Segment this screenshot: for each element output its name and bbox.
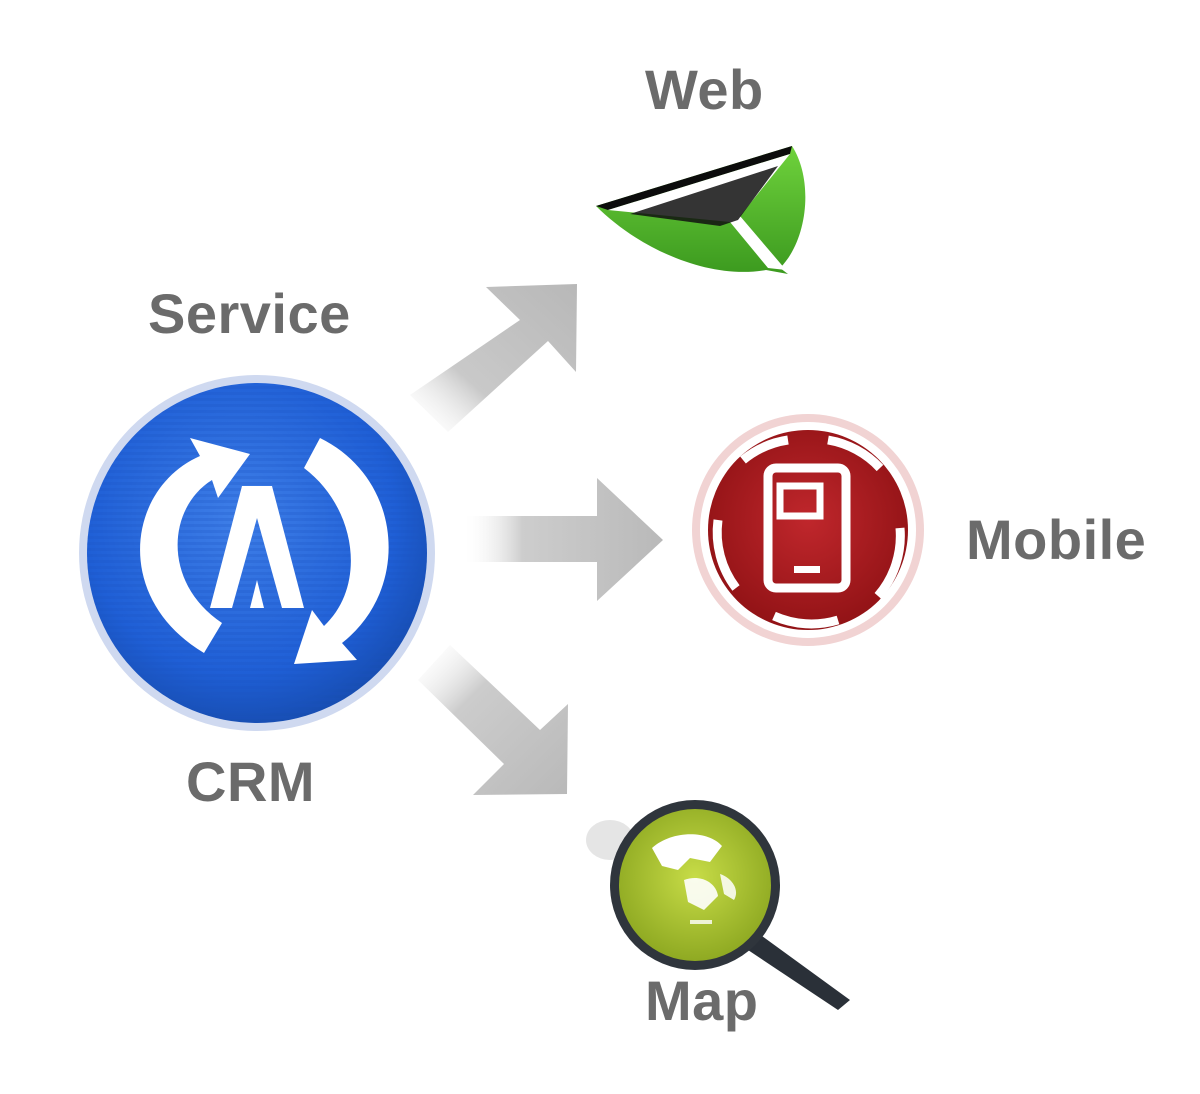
web-envelope-icon xyxy=(596,146,806,274)
arrow-to-web xyxy=(410,284,577,432)
crm-label: CRM xyxy=(186,750,316,813)
mobile-phone-icon xyxy=(692,414,924,646)
service-label: Service xyxy=(148,282,351,345)
arrow-to-mobile xyxy=(462,478,663,601)
map-magnifier-icon xyxy=(586,800,850,1010)
mobile-label: Mobile xyxy=(966,508,1147,571)
web-label: Web xyxy=(645,58,764,121)
crm-sync-icon xyxy=(79,375,435,731)
arrow-to-map xyxy=(418,645,568,795)
map-label: Map xyxy=(645,969,759,1032)
